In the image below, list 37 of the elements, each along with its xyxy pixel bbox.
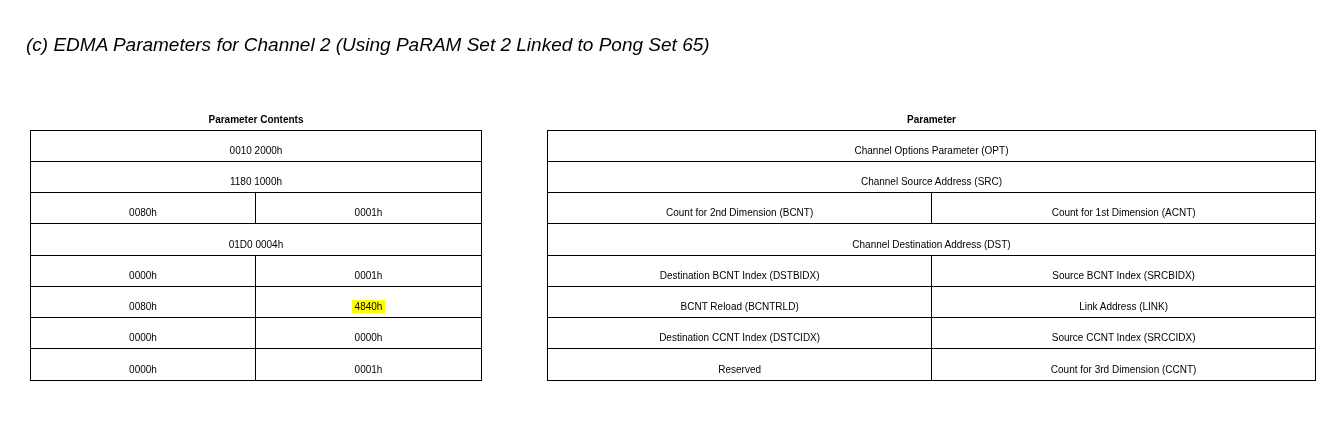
cell-text: Channel Source Address (SRC) bbox=[859, 175, 1004, 189]
cell-text: 0001h bbox=[353, 206, 384, 220]
table-header: Parameter bbox=[907, 114, 956, 125]
cell-text: Reserved bbox=[717, 363, 763, 376]
cell-text: 0080h bbox=[128, 299, 158, 313]
table-cell bbox=[31, 255, 256, 287]
cell-text: Source BCNT Index (SRCBIDX) bbox=[1051, 268, 1196, 282]
cell-text: 0000h bbox=[128, 363, 158, 376]
table-cell bbox=[31, 317, 256, 349]
table-cell bbox=[548, 317, 933, 349]
table-cell bbox=[548, 193, 933, 225]
cell-text: 0080h bbox=[128, 206, 158, 220]
cell-text: BCNT Reload (BCNTRLD) bbox=[679, 299, 800, 313]
cell-text: Link Address (LINK) bbox=[1078, 299, 1170, 313]
cell-text: 0000h bbox=[128, 330, 158, 344]
cell-text: 4840h bbox=[351, 299, 386, 313]
cell-text: Count for 3rd Dimension (CCNT) bbox=[1049, 363, 1198, 376]
cell-text: 0000h bbox=[128, 268, 158, 282]
table-cell bbox=[31, 286, 256, 318]
cell-text: 0000h bbox=[353, 330, 384, 344]
cell-text: 0010 2000h bbox=[228, 144, 284, 158]
cell-text: Destination CCNT Index (DSTCIDX) bbox=[658, 330, 822, 344]
cell-text: Channel Options Parameter (OPT) bbox=[853, 144, 1010, 158]
cell-text: Destination BCNT Index (DSTBIDX) bbox=[658, 268, 821, 282]
cell-text: Count for 2nd Dimension (BCNT) bbox=[665, 206, 815, 220]
cell-text: 1180 1000h bbox=[228, 175, 284, 189]
diagram-title: (c) EDMA Parameters for Channel 2 (Using PaRAM Set 2 Linked to Pong Set 65) bbox=[26, 34, 710, 56]
table-cell bbox=[548, 255, 933, 287]
table-cell bbox=[548, 286, 933, 318]
table-header: Parameter Contents bbox=[208, 114, 304, 125]
cell-text: Count for 1st Dimension (ACNT) bbox=[1050, 206, 1197, 220]
cell-text: 01D0 0004h bbox=[227, 237, 285, 251]
cell-text: 0001h bbox=[353, 363, 384, 376]
cell-text: 0001h bbox=[353, 268, 384, 282]
cell-text: Source CCNT Index (SRCCIDX) bbox=[1050, 330, 1197, 344]
table-cell bbox=[31, 193, 256, 225]
cell-text: Channel Destination Address (DST) bbox=[851, 237, 1012, 251]
